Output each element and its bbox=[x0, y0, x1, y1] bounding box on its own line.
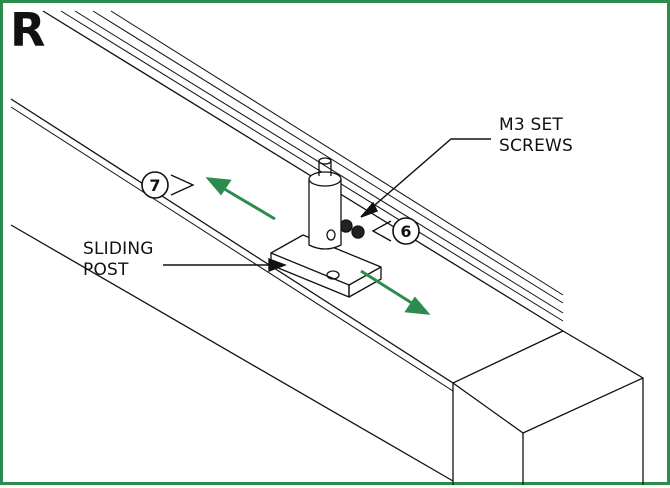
panel-letter: R bbox=[10, 3, 46, 57]
end-cap-top bbox=[452, 330, 644, 434]
step-6-pointer bbox=[371, 220, 392, 242]
rail-groove-line-4 bbox=[110, 10, 564, 296]
post-body bbox=[308, 179, 342, 250]
callout-sliding-post-line1: SLIDING bbox=[83, 239, 154, 259]
step-7-circle bbox=[141, 171, 169, 199]
rail-channel-edge-2 bbox=[10, 106, 454, 392]
post-hole bbox=[326, 229, 336, 241]
assembly-drawing: 7 6 bbox=[10, 10, 644, 485]
rail-top-edge bbox=[42, 10, 564, 332]
rail-groove-line-3 bbox=[92, 10, 564, 304]
callout-set-screws-line1: M3 SET bbox=[499, 115, 564, 135]
callout-sliding-post: SLIDING POST bbox=[83, 239, 154, 281]
step-6-circle bbox=[392, 217, 420, 245]
step-7-pointer bbox=[170, 174, 195, 196]
rail-groove-line-1 bbox=[60, 10, 564, 322]
arrow-left-head bbox=[205, 177, 232, 196]
arrow-left-shaft bbox=[220, 185, 276, 221]
callout-sliding-post-line2: POST bbox=[83, 260, 129, 280]
slider-block-side bbox=[348, 267, 382, 298]
arrow-right-shaft bbox=[360, 269, 416, 307]
post-top bbox=[308, 171, 342, 187]
step-7-number: 7 bbox=[149, 176, 160, 195]
callout-set-screws-line2: SCREWS bbox=[499, 136, 574, 156]
beam-front-edge bbox=[10, 224, 454, 482]
set-screw-1 bbox=[339, 219, 353, 233]
post-pin bbox=[318, 161, 332, 176]
slider-hole bbox=[326, 270, 340, 280]
step-6-number: 6 bbox=[400, 222, 411, 241]
rail-channel-edge bbox=[10, 98, 454, 384]
arrow-right-head bbox=[404, 296, 431, 315]
post-pin-top bbox=[318, 157, 332, 165]
callout-set-screws: M3 SET SCREWS bbox=[499, 115, 573, 157]
leader-set-screws bbox=[360, 138, 491, 218]
leader-set-screws-head bbox=[360, 201, 378, 218]
leader-sliding-post-head bbox=[268, 257, 287, 273]
set-screw-2 bbox=[351, 225, 365, 239]
